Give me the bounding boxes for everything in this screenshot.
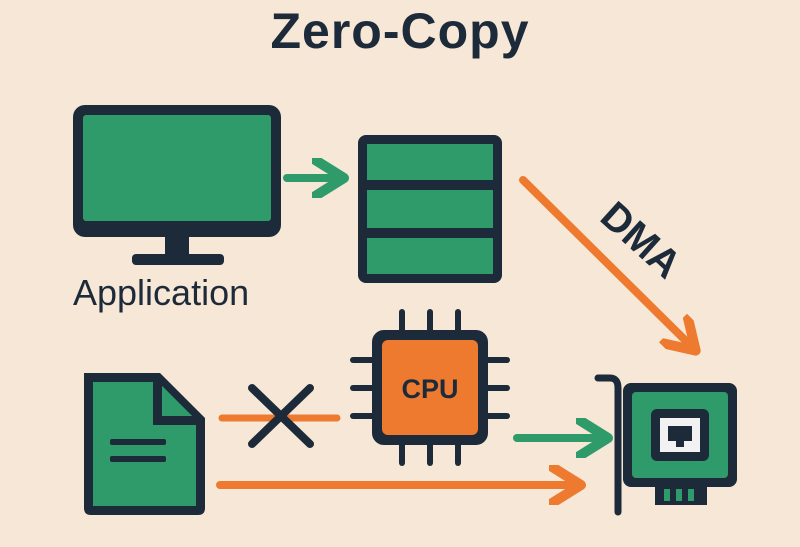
dma-arrow	[519, 176, 690, 345]
cpu-chip-icon: CPU	[350, 309, 510, 466]
monitor-icon	[73, 105, 281, 265]
page-title: Zero-Copy	[270, 3, 530, 59]
cpu-label: CPU	[401, 374, 458, 404]
file-icon	[84, 373, 205, 515]
buffer-stack-icon	[358, 135, 502, 283]
network-card-icon	[594, 374, 737, 516]
application-label: Application	[73, 272, 250, 313]
blocked-x-icon	[248, 384, 314, 448]
dma-label: DMA	[592, 194, 689, 288]
